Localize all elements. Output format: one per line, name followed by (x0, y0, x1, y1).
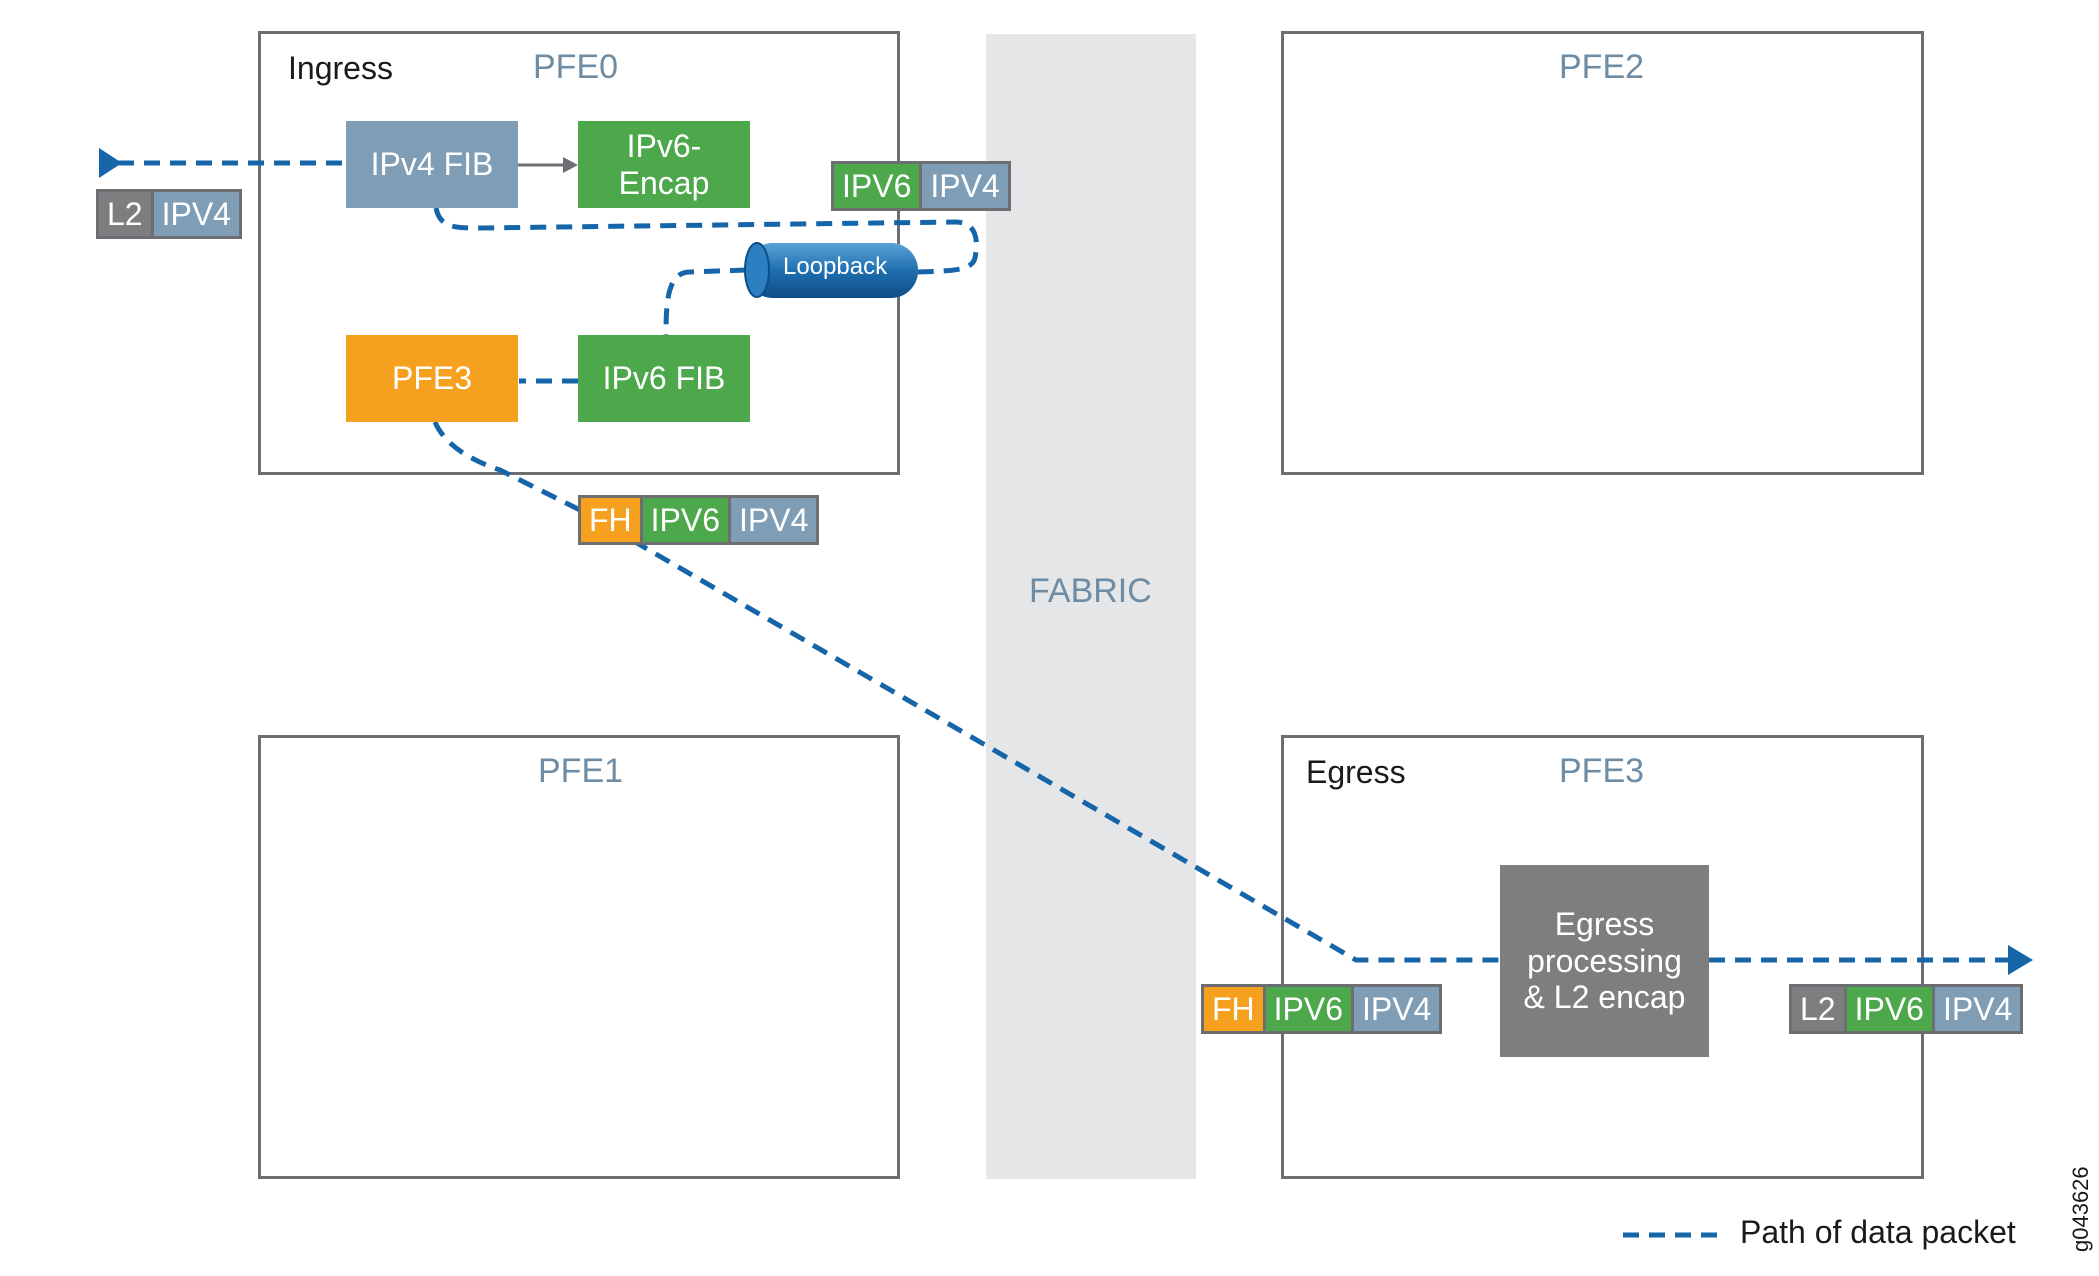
header-seg-ipv4: IPV4 (922, 164, 1008, 208)
header-seg-ipv6: IPV6 (642, 498, 729, 542)
header-egress-in: FH IPV6 IPV4 (1201, 984, 1443, 1034)
loopback-label: Loopback (783, 253, 888, 280)
header-input: L2 IPV4 (96, 189, 242, 239)
pfe2-title: PFE2 (1559, 48, 1645, 86)
header-seg-l2: L2 (1792, 987, 1844, 1031)
ipv6-fib-block: IPv6 FIB (578, 335, 750, 422)
figure-id: g043626 (2068, 1166, 2093, 1252)
path-loopback-to-ipv6fib (663, 267, 747, 336)
header-output: L2 IPV6 IPV4 (1789, 984, 2024, 1034)
fib-to-encap-arrowhead (563, 157, 578, 173)
pfe2-box (1281, 31, 1924, 475)
ipv6-encap-block: IPv6- Encap (578, 121, 750, 208)
header-seg-fh: FH (581, 498, 640, 542)
header-seg-ipv6: IPV6 (1265, 987, 1352, 1031)
egress-processing-block: Egress processing & L2 encap (1500, 865, 1709, 1057)
header-seg-ipv4: IPV4 (153, 192, 239, 236)
egress-arrowhead (2008, 945, 2033, 975)
pfe3-role-label: Egress (1306, 754, 1406, 790)
header-seg-ipv4: IPV4 (1354, 987, 1440, 1031)
header-after-encap: IPV6 IPV4 (831, 161, 1011, 211)
path-pfe3-across-fabric (432, 420, 1500, 963)
fabric-label: FABRIC (1029, 572, 1152, 610)
pfe3-title: PFE3 (1559, 752, 1645, 790)
fabric-column (986, 34, 1196, 1179)
header-seg-fh: FH (1204, 987, 1263, 1031)
pfe3-lookup-block: PFE3 (346, 335, 518, 422)
header-seg-ipv4: IPV4 (1934, 987, 2021, 1031)
legend-label: Path of data packet (1740, 1214, 2016, 1250)
pfe0-title: PFE0 (533, 48, 619, 86)
pfe1-title: PFE1 (538, 752, 624, 790)
header-seg-ipv6: IPV6 (834, 164, 920, 208)
ipv4-fib-block: IPv4 FIB (346, 121, 518, 208)
path-fib-to-loopback (433, 207, 979, 275)
header-seg-l2: L2 (99, 192, 151, 236)
header-after-fib: FH IPV6 IPV4 (578, 495, 820, 545)
header-seg-ipv4: IPV4 (731, 498, 817, 542)
pfe1-box (258, 735, 900, 1179)
pfe0-role-label: Ingress (288, 50, 393, 86)
loopback-pipe (746, 243, 918, 298)
header-seg-ipv6: IPV6 (1846, 987, 1932, 1031)
ingress-arrowhead (99, 148, 122, 178)
